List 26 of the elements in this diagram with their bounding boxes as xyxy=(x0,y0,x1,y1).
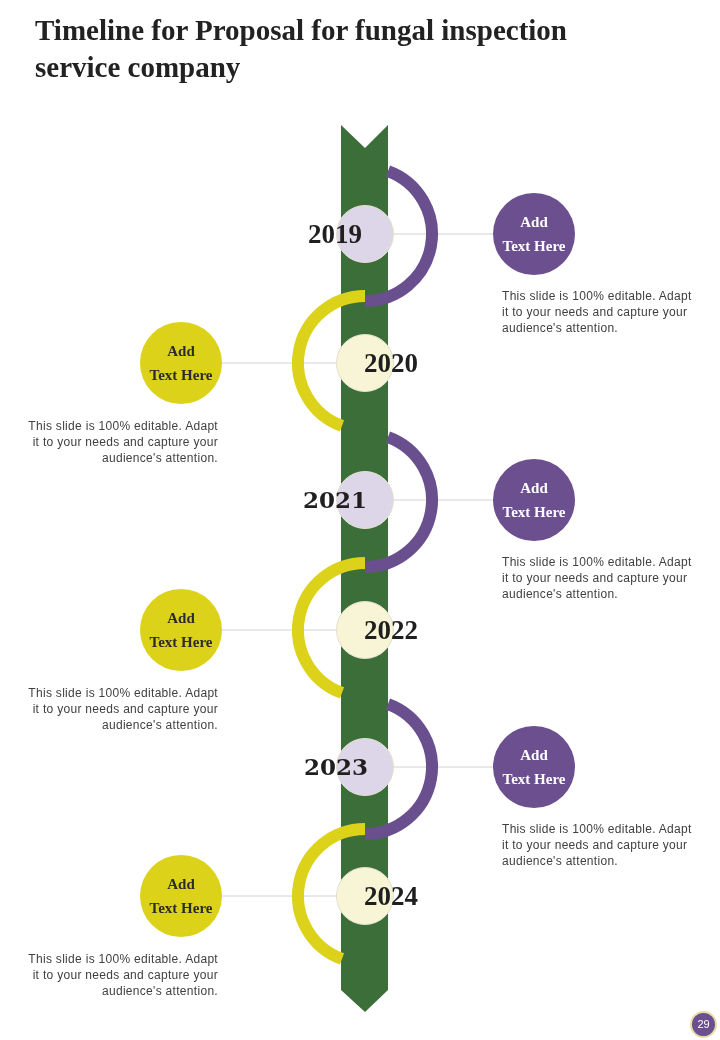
circle-label: Text Here xyxy=(502,237,566,255)
circle-label: Text Here xyxy=(149,633,213,651)
circle-label: Text Here xyxy=(502,770,566,788)
circle-label: Add xyxy=(520,479,548,497)
circle-label: Add xyxy=(167,342,195,360)
circle-label: Text Here xyxy=(149,366,213,384)
description-text: This slide is 100% editable. Adapt it to your needs and capture your audience's attention. xyxy=(27,685,218,733)
year-label: 2020 xyxy=(364,348,418,378)
description-text: This slide is 100% editable. Adapt it to your needs and capture your audience's attention. xyxy=(502,554,693,602)
description-text: This slide is 100% editable. Adapt it to your needs and capture your audience's attention. xyxy=(502,288,693,336)
page-number: 29 xyxy=(690,1011,717,1038)
description-text: This slide is 100% editable. Adapt it to your needs and capture your audience's attention. xyxy=(502,821,693,869)
circle-label: Add xyxy=(520,746,548,764)
title: Timeline for Proposal for fungal inspection service company xyxy=(35,13,568,85)
circle-label: Add xyxy=(167,609,195,627)
year-label: 2019 xyxy=(308,219,362,249)
year-label: 2021 xyxy=(303,485,367,515)
year-label: 2022 xyxy=(364,615,418,645)
description-text: This slide is 100% editable. Adapt it to your needs and capture your audience's attention. xyxy=(27,418,218,466)
year-label: 2024 xyxy=(364,881,418,911)
circle-label: Text Here xyxy=(502,503,566,521)
circle-label: Add xyxy=(520,213,548,231)
description-text: This slide is 100% editable. Adapt it to your needs and capture your audience's attention. xyxy=(27,951,218,999)
circle-label: Text Here xyxy=(149,899,213,917)
circle-label: Add xyxy=(167,875,195,893)
year-label: 2023 xyxy=(304,752,368,782)
